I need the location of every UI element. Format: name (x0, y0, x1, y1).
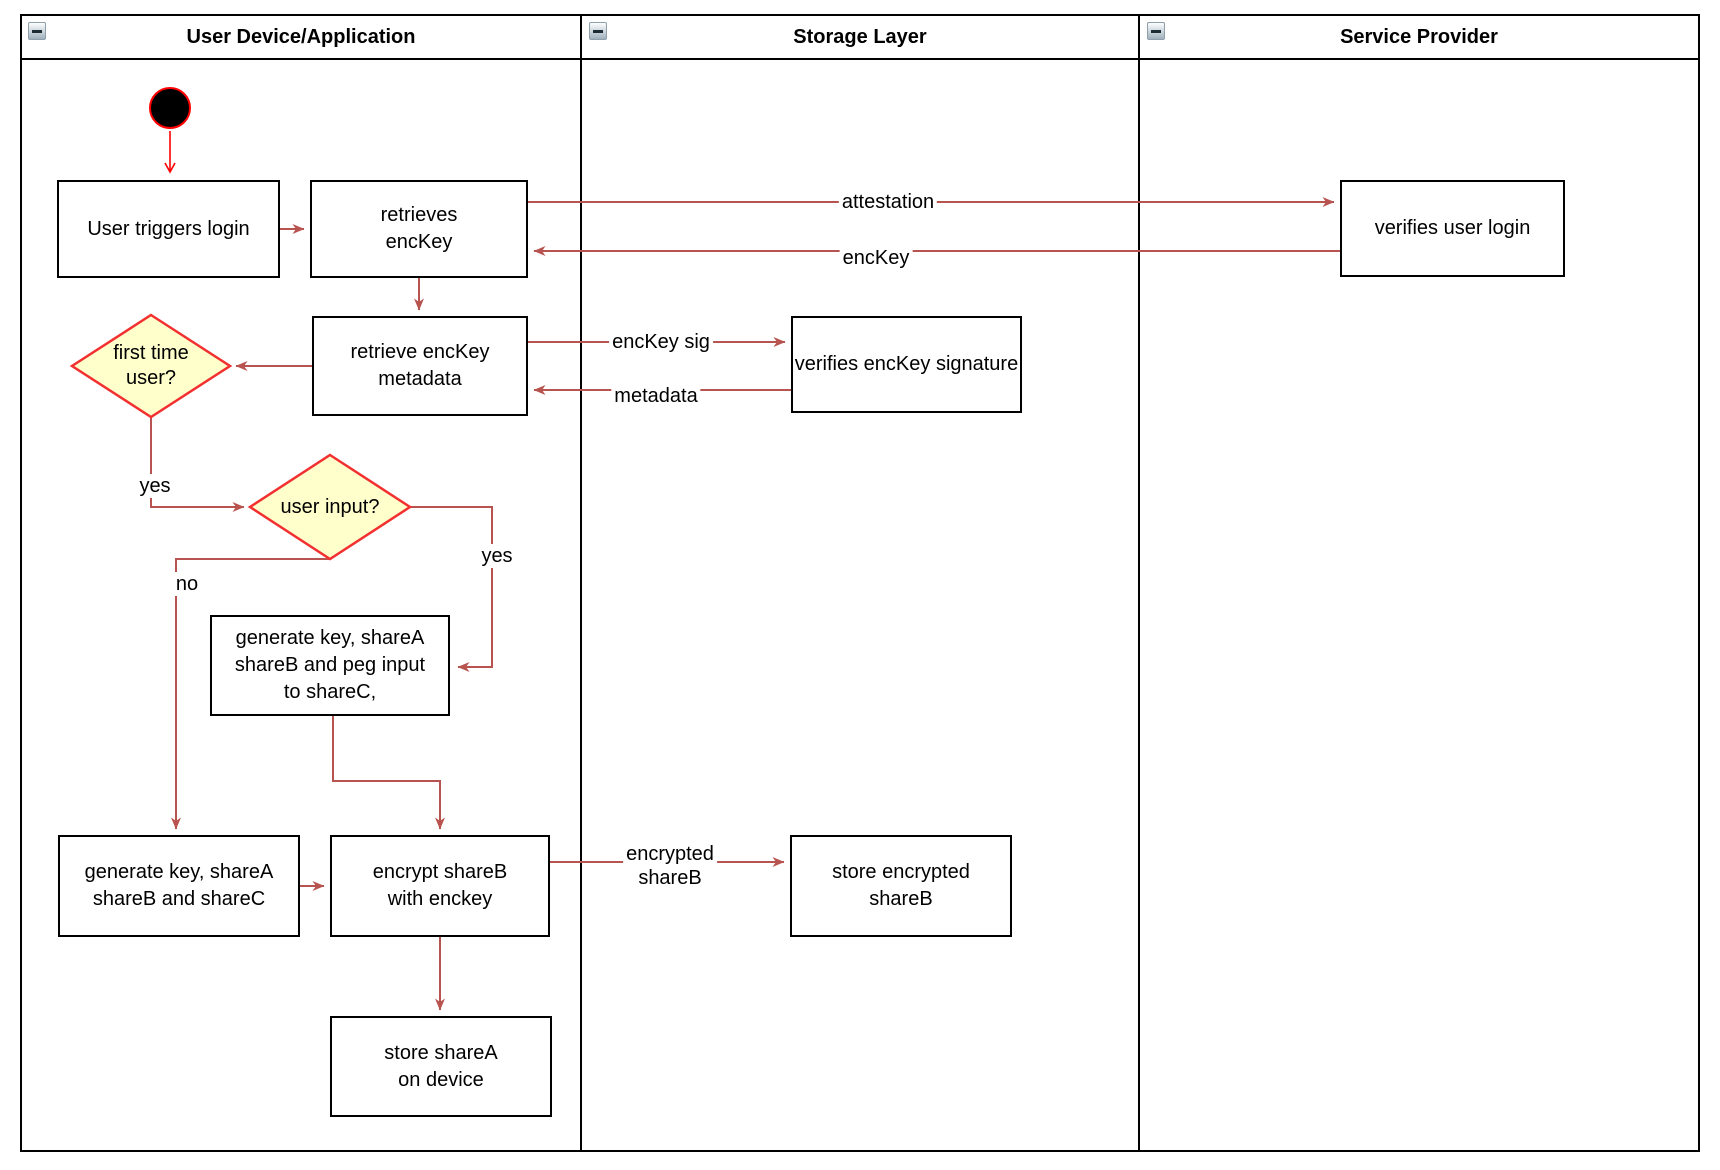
node-generate-key-sharec[interactable]: generate key, shareA shareB and shareC (58, 835, 300, 937)
lane-title: User Device/Application (186, 25, 416, 48)
node-label: verifies encKey signature (794, 353, 1019, 375)
collapse-lane-button[interactable] (589, 22, 607, 40)
edge-label-enckey-sig: encKey sig (609, 330, 713, 354)
node-store-encrypted-shareb[interactable]: store encrypted shareB (790, 835, 1012, 937)
edge-label-yes-first-time: yes (136, 474, 174, 498)
header-separator (20, 58, 1700, 60)
edge-label-encrypted-shareb: encrypted shareB (623, 842, 717, 890)
decision-label: user input? (280, 495, 380, 518)
node-label: retrieves encKey (380, 204, 458, 253)
edge-label-no-user-input: no (172, 572, 202, 596)
edge-label-attestation: attestation (838, 190, 938, 214)
edge-label-enckey: encKey (839, 246, 913, 270)
node-label: store encrypted shareB (832, 861, 970, 910)
node-verifies-user-login[interactable]: verifies user login (1340, 180, 1565, 277)
node-label: encrypt shareB with enckey (372, 861, 508, 910)
start-state-circle[interactable] (149, 87, 191, 129)
collapse-lane-button[interactable] (1147, 22, 1165, 40)
node-label: generate key, shareA shareB and peg inpu… (234, 627, 426, 703)
node-label: verifies user login (1374, 217, 1531, 239)
node-retrieve-enckey-metadata[interactable]: retrieve encKey metadata (312, 316, 528, 416)
decision-first-time-user[interactable]: first time user? (69, 313, 233, 419)
node-store-sharea[interactable]: store shareA on device (330, 1016, 552, 1117)
lane-header-user-device[interactable]: User Device/Application (22, 16, 580, 58)
diamond-shape (247, 453, 413, 561)
minus-icon (1151, 29, 1161, 33)
lane-divider-1 (580, 14, 582, 1152)
minus-icon (32, 29, 42, 33)
lane-title: Storage Layer (793, 25, 927, 48)
lane-title: Service Provider (1340, 25, 1498, 48)
lane-header-service-provider[interactable]: Service Provider (1140, 16, 1698, 58)
node-label: generate key, shareA shareB and shareC (84, 861, 274, 910)
node-retrieves-enckey[interactable]: retrieves encKey (310, 180, 528, 278)
node-label: User triggers login (87, 217, 250, 240)
lane-divider-2 (1138, 14, 1140, 1152)
decision-label: first time user? (113, 342, 189, 389)
node-generate-key-peg-input[interactable]: generate key, shareA shareB and peg inpu… (210, 615, 450, 716)
node-verifies-enckey-signature[interactable]: verifies encKey signature (791, 316, 1022, 413)
decision-user-input[interactable]: user input? (247, 453, 413, 561)
node-encrypt-shareb[interactable]: encrypt shareB with enckey (330, 835, 550, 937)
edge-label-metadata: metadata (611, 384, 701, 408)
diamond-shape (69, 313, 233, 419)
collapse-lane-button[interactable] (28, 22, 46, 40)
lane-header-storage-layer[interactable]: Storage Layer (582, 16, 1138, 58)
node-user-triggers-login[interactable]: User triggers login (57, 180, 280, 278)
node-label: store shareA on device (384, 1041, 498, 1091)
minus-icon (593, 29, 603, 33)
node-label: retrieve encKey metadata (350, 341, 490, 390)
edge-label-yes-user-input: yes (478, 544, 516, 568)
